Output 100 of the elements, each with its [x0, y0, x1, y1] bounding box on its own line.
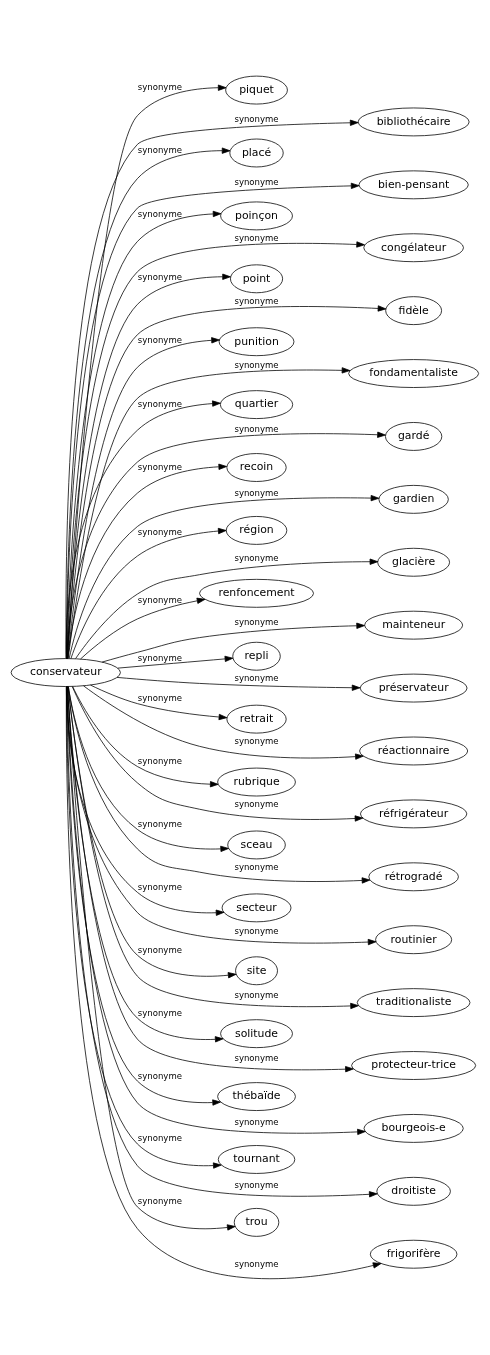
- arrow: [80, 597, 206, 660]
- edge-label: synonyme: [234, 1180, 279, 1191]
- edge-label: synonyme: [234, 113, 279, 124]
- node-ellipse: poinçon: [220, 201, 293, 231]
- edge-label: synonyme: [234, 1117, 279, 1128]
- node-ellipse: routinier: [375, 925, 453, 955]
- edge-label: synonyme: [137, 81, 182, 92]
- arrow: [67, 305, 387, 659]
- arrow: [66, 273, 231, 659]
- arrow: [67, 463, 227, 659]
- node-ellipse: piquet: [225, 75, 288, 105]
- edge-label: synonyme: [234, 861, 279, 872]
- node-ellipse: sceau: [227, 830, 286, 860]
- node-ellipse: point: [230, 264, 283, 294]
- arrow: [70, 527, 227, 659]
- edge-label: synonyme: [137, 272, 182, 283]
- edge-label: synonyme: [234, 989, 279, 1000]
- node-ellipse: secteur: [221, 893, 292, 923]
- edge-label: synonyme: [137, 144, 182, 155]
- edge-label: synonyme: [137, 881, 182, 892]
- arrow: [71, 686, 364, 822]
- edge-label: synonyme: [137, 335, 182, 346]
- node-ellipse: gardé: [385, 422, 443, 451]
- edge-label: synonyme: [137, 594, 182, 605]
- edge-label: synonyme: [234, 926, 279, 937]
- node-ellipse: droitiste: [376, 1176, 451, 1206]
- node-ellipse: bourgeois-e: [363, 1114, 464, 1143]
- arrow: [67, 686, 237, 979]
- edge-label: synonyme: [137, 693, 182, 704]
- node-ellipse: site: [235, 956, 278, 986]
- edge-label: synonyme: [137, 1196, 182, 1207]
- node-ellipse: préservateur: [359, 673, 468, 703]
- arrow: [68, 495, 380, 659]
- node-ellipse: repli: [232, 641, 281, 671]
- arrow: [101, 622, 365, 663]
- node-ellipse: placé: [229, 138, 284, 168]
- arrow: [66, 686, 366, 1135]
- edge-label: synonyme: [234, 798, 279, 809]
- edge-label: synonyme: [234, 552, 279, 563]
- node-ellipse: réfrigérateur: [360, 799, 468, 829]
- arrow: [66, 686, 378, 1198]
- edge-label: synonyme: [234, 176, 279, 187]
- arrow: [67, 686, 354, 1073]
- arrow: [67, 686, 236, 1231]
- arrow: [67, 686, 229, 852]
- node-ellipse: bibliothécaire: [357, 107, 470, 137]
- node-ellipse: thébaïde: [217, 1082, 296, 1111]
- edge-label: synonyme: [234, 1053, 279, 1064]
- arrow: [72, 686, 219, 788]
- node-ellipse: mainteneur: [364, 610, 463, 640]
- edge-label: synonyme: [137, 1070, 182, 1081]
- edge-label: synonyme: [234, 672, 279, 683]
- arrow: [75, 558, 379, 659]
- edge-label: synonyme: [234, 735, 279, 746]
- node-ellipse: protecteur-trice: [351, 1051, 477, 1080]
- arrow: [66, 210, 222, 659]
- edge-label: synonyme: [137, 526, 182, 537]
- node-ellipse: trou: [233, 1208, 280, 1237]
- node-ellipse: glacière: [377, 547, 450, 577]
- node-ellipse: rétrogradé: [368, 862, 459, 892]
- arrow: [116, 677, 361, 691]
- arrow: [83, 685, 364, 760]
- edge-label: synonyme: [137, 818, 182, 829]
- node-ellipse: conservateur: [10, 658, 121, 687]
- arrow: [117, 655, 234, 669]
- edge-label: synonyme: [234, 296, 279, 307]
- node-ellipse: fondamentaliste: [348, 359, 479, 388]
- arrow: [67, 367, 351, 659]
- edge-label: synonyme: [137, 398, 182, 409]
- arrow: [65, 686, 382, 1280]
- edge-label: synonyme: [137, 944, 182, 955]
- arrow: [66, 431, 386, 659]
- edge-label: synonyme: [234, 423, 279, 434]
- arrow: [67, 337, 220, 659]
- node-ellipse: retrait: [226, 704, 287, 734]
- edge-label: synonyme: [234, 488, 279, 499]
- edge-label: synonyme: [234, 233, 279, 244]
- node-ellipse: fidèle: [385, 296, 442, 325]
- node-ellipse: solitude: [220, 1019, 293, 1049]
- node-ellipse: gardien: [378, 485, 449, 514]
- node-ellipse: congélateur: [363, 233, 464, 263]
- node-ellipse: réactionnaire: [359, 736, 469, 766]
- node-ellipse: bien-pensant: [358, 170, 469, 200]
- edge-label: synonyme: [234, 1258, 279, 1269]
- edge-label: synonyme: [137, 756, 182, 767]
- node-ellipse: renfoncement: [199, 578, 314, 608]
- node-ellipse: recoin: [226, 453, 287, 482]
- node-ellipse: tournant: [217, 1145, 296, 1174]
- arrow: [90, 684, 228, 721]
- node-ellipse: rubrique: [217, 767, 296, 797]
- node-ellipse: région: [225, 516, 288, 545]
- node-ellipse: punition: [218, 327, 295, 357]
- edge-label: synonyme: [137, 652, 182, 663]
- arrow: [67, 686, 359, 1010]
- node-ellipse: traditionaliste: [356, 988, 471, 1017]
- edge-label: synonyme: [234, 617, 279, 628]
- arrow: [67, 686, 371, 884]
- edge-label: synonyme: [137, 462, 182, 473]
- arrow: [66, 686, 377, 946]
- edge-label: synonyme: [137, 208, 182, 219]
